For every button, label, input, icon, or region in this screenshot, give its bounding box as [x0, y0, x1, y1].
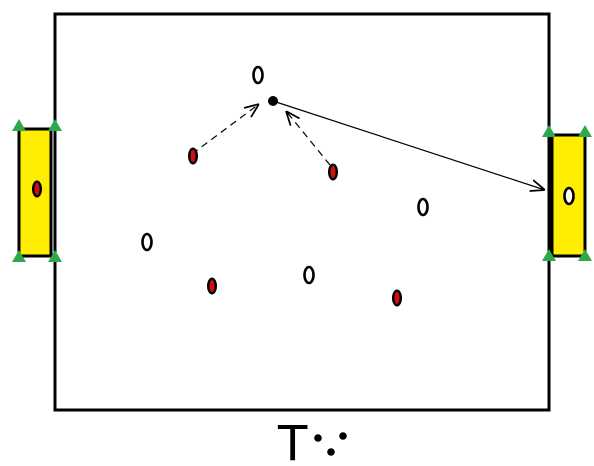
dot-icon [339, 432, 347, 440]
cone-icon [578, 125, 592, 137]
white-team [141, 65, 575, 285]
cone-icon [542, 125, 556, 137]
player-red-r4 [392, 289, 402, 307]
player-red-r5-goalkeeper [32, 180, 42, 198]
player-white-w4 [303, 265, 315, 285]
player-white-w3 [141, 232, 153, 252]
cone-icon [48, 250, 62, 262]
red-team [32, 147, 402, 307]
player-red-r3 [207, 277, 217, 295]
cone-icon [48, 119, 62, 131]
cone-icon [12, 250, 26, 262]
player-red-r2 [328, 163, 338, 181]
player-red-r1 [188, 147, 198, 165]
player-white-w2 [417, 197, 429, 217]
player-white-w5-goalkeeper [563, 186, 575, 206]
player-white-w1 [252, 65, 264, 85]
pass-arrow-line [272, 100, 545, 190]
dot-icon [314, 434, 322, 442]
cone-icon [542, 249, 556, 261]
field-boundary [53, 12, 551, 412]
legend: T [277, 416, 347, 466]
run-arrow-dashed [286, 111, 331, 166]
ball-icon [268, 96, 278, 106]
legend-label: T [277, 416, 308, 466]
cone-icon [12, 119, 26, 131]
run-arrow-dashed [191, 104, 259, 155]
dot-icon [327, 448, 335, 456]
cone-icon [578, 249, 592, 261]
left-goal-box [17, 127, 53, 258]
left-goal [12, 119, 62, 262]
